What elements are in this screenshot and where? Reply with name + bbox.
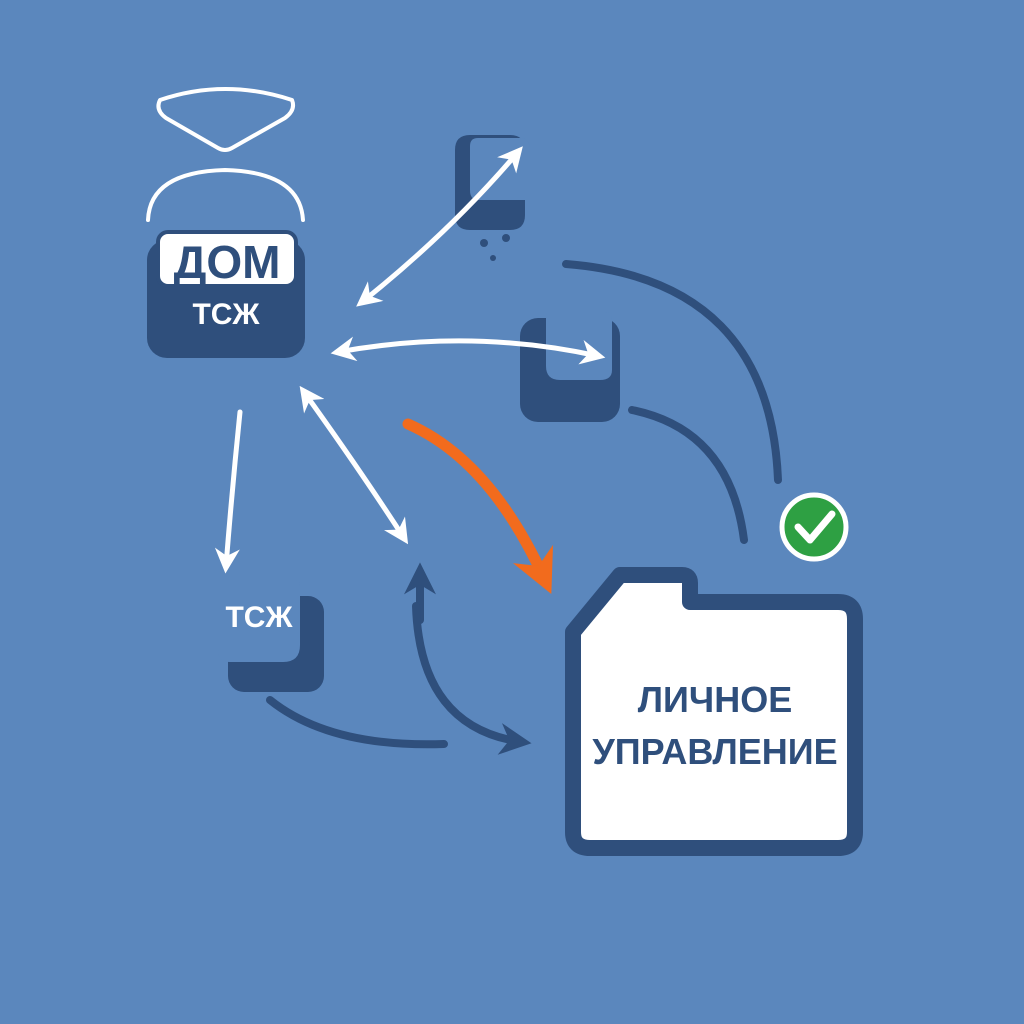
check-icon [794,510,836,544]
check-badge-circle [779,492,849,562]
roof-top-icon [156,87,296,152]
arrow-house-top [356,146,523,307]
drip-dot [480,239,488,247]
house-title: ДОМ [174,236,281,288]
house-node: ДОМ ТСЖ [146,87,305,358]
tsj-label: ТСЖ [225,601,293,634]
arc-outer [562,260,782,484]
middle-small-node [520,312,620,422]
arrow-house-tsj [214,409,243,574]
tsj-node: ТСЖ [218,580,324,692]
arrow-house-middle [330,336,606,365]
house-title-box [156,230,298,288]
personal-line1: ЛИЧНОЕ [638,679,792,720]
tsj-node-inner [218,580,300,662]
status-badge [779,492,849,562]
roof-arc-icon [146,167,305,222]
drip-dot [502,234,510,242]
arc-tsj-bottom [266,696,448,749]
drip-dot [490,255,496,261]
arrow-house-center [299,385,409,545]
personal-line2: УПРАВЛЕНИЕ [592,731,837,772]
house-subtitle: ТСЖ [192,298,260,331]
arrow-navy-to-folder [412,602,532,755]
folder-icon [565,567,863,856]
arrow-orange-highlight [402,418,554,595]
personal-management-node: ЛИЧНОЕ УПРАВЛЕНИЕ [565,567,863,856]
arc-inner [628,406,748,544]
